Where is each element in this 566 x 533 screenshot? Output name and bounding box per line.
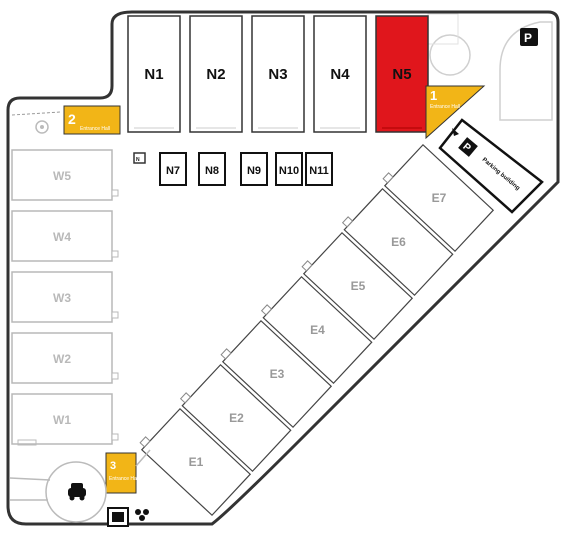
svg-text:2: 2: [68, 111, 76, 127]
gate-structure: [499, 21, 553, 121]
room-label: N11: [309, 165, 329, 177]
entrance-hall-south-west[interactable]: 3 Entrance Hall: [105, 452, 139, 494]
roundabout-ne: [429, 34, 471, 76]
hall-label: W5: [53, 169, 71, 183]
hall-w5[interactable]: W5: [11, 149, 119, 201]
hall-label: E7: [432, 191, 447, 205]
hall-n2[interactable]: N2: [189, 15, 243, 133]
hall-label: E3: [270, 367, 285, 381]
room-label: N7: [166, 165, 180, 177]
room-n7[interactable]: N7: [159, 152, 187, 186]
hall-w3[interactable]: W3: [11, 271, 119, 323]
hall-label: E1: [189, 455, 204, 469]
room-label: N10: [279, 165, 299, 177]
hall-w4[interactable]: W4: [11, 210, 119, 262]
room-label: N9: [247, 165, 261, 177]
hall-label: W1: [53, 413, 71, 427]
hall-label: N1: [144, 66, 163, 83]
hall-e2[interactable]: E2: [178, 361, 292, 473]
svg-text:1: 1: [430, 88, 437, 103]
hall-label: W2: [53, 352, 71, 366]
hall-e5[interactable]: E5: [299, 229, 414, 341]
svg-text:Entrance Hall: Entrance Hall: [80, 126, 110, 132]
hall-n4[interactable]: N4: [313, 15, 367, 133]
direction-arrow-icon: [452, 128, 459, 136]
hall-e3[interactable]: E3: [218, 317, 333, 429]
walkway: [135, 449, 151, 467]
hall-label: N2: [206, 66, 225, 83]
entrance-hall-north-east[interactable]: 1 Entrance Hall: [425, 85, 486, 140]
svg-text:3: 3: [110, 460, 116, 472]
boundary-dash: [11, 111, 61, 116]
hall-label: E2: [229, 411, 244, 425]
parking-icon: P: [520, 28, 538, 46]
svg-text:Entrance Hall: Entrance Hall: [430, 104, 460, 110]
access-road: [9, 477, 51, 501]
info-box-label: N: [136, 157, 140, 163]
car-icon: [68, 483, 86, 501]
hall-label: E4: [310, 323, 325, 337]
hall-e6[interactable]: E6: [340, 185, 454, 297]
info-box: [133, 152, 146, 164]
hall-n3[interactable]: N3: [251, 15, 305, 133]
hall-label: N3: [268, 66, 287, 83]
service-icon: [107, 507, 129, 527]
hall-label: E6: [391, 235, 406, 249]
hall-label: N5: [392, 66, 411, 83]
hall-e7[interactable]: E7: [380, 141, 495, 253]
small-marker: [17, 439, 37, 446]
hall-label: E5: [351, 279, 366, 293]
room-n11[interactable]: N11: [305, 152, 333, 186]
room-label: N8: [205, 165, 219, 177]
hall-e4[interactable]: E4: [259, 273, 373, 385]
hall-e1[interactable]: E1: [137, 405, 252, 517]
hall-w2[interactable]: W2: [11, 332, 119, 384]
svg-text:Entrance Hall: Entrance Hall: [109, 476, 139, 482]
hall-label: W4: [53, 230, 71, 244]
fan-icon: [135, 509, 149, 521]
room-n9[interactable]: N9: [240, 152, 268, 186]
hall-w1[interactable]: W1: [11, 393, 119, 445]
parking-building-sign[interactable]: P Parking building: [438, 118, 544, 214]
hall-label: W3: [53, 291, 71, 305]
roundabout-sw: [45, 461, 107, 523]
hall-n1[interactable]: N1: [127, 15, 181, 133]
room-n8[interactable]: N8: [198, 152, 226, 186]
hall-n5[interactable]: N5: [375, 15, 429, 133]
svg-text:P: P: [524, 31, 532, 45]
venue-outline: [6, 10, 560, 526]
elevator-icon: P: [458, 137, 478, 157]
entrance-hall-north-west[interactable]: 2 Entrance Hall: [63, 105, 121, 135]
room-n10[interactable]: N10: [275, 152, 303, 186]
gear-icon: [35, 120, 49, 134]
hall-label: N4: [330, 66, 350, 83]
